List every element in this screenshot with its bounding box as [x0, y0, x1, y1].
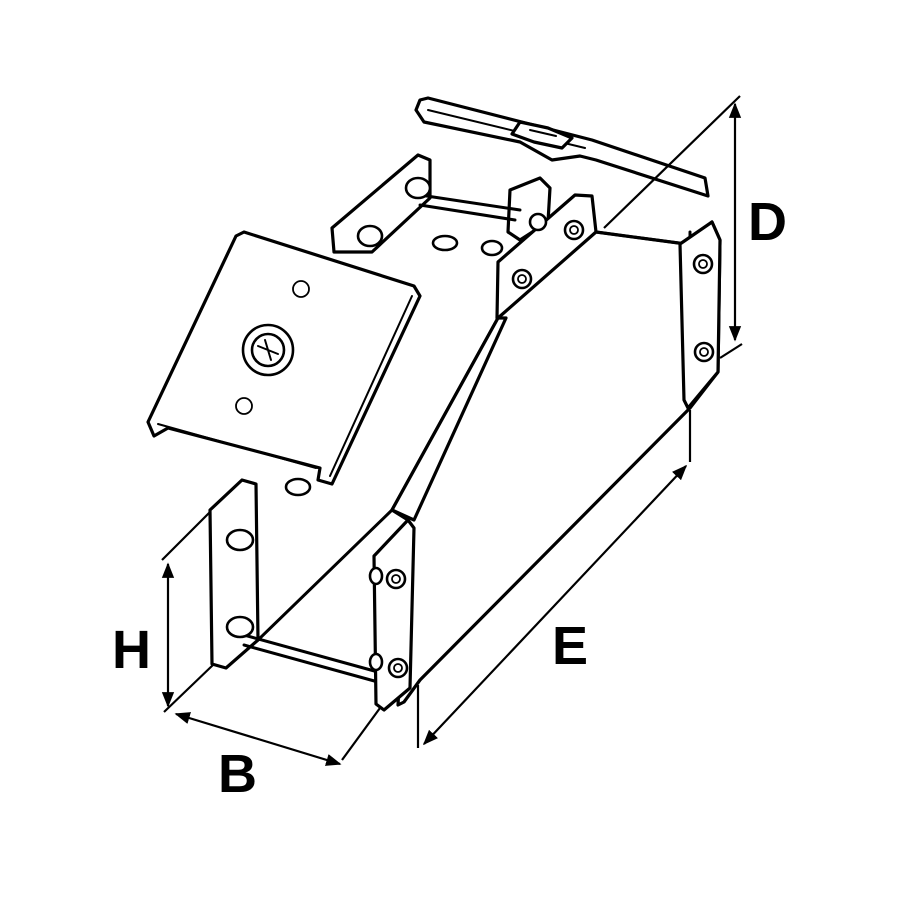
dimension-label-b: B [218, 744, 257, 804]
front-entry-section [208, 478, 416, 712]
extension-lines [161, 95, 743, 761]
dimension-b: B [174, 712, 342, 804]
right-end-flange [678, 220, 722, 410]
top-clip-plate [414, 96, 710, 198]
dimension-label-h: H [112, 620, 151, 680]
fixing-bolts [225, 176, 715, 679]
dimension-h: H [112, 562, 175, 708]
dimension-label-e: E [552, 616, 588, 676]
center-bolt [241, 323, 295, 377]
dimension-e: E [422, 464, 688, 746]
left-side-panel [390, 316, 508, 522]
dimension-d: D [728, 102, 787, 342]
dimension-label-d: D [748, 192, 787, 252]
